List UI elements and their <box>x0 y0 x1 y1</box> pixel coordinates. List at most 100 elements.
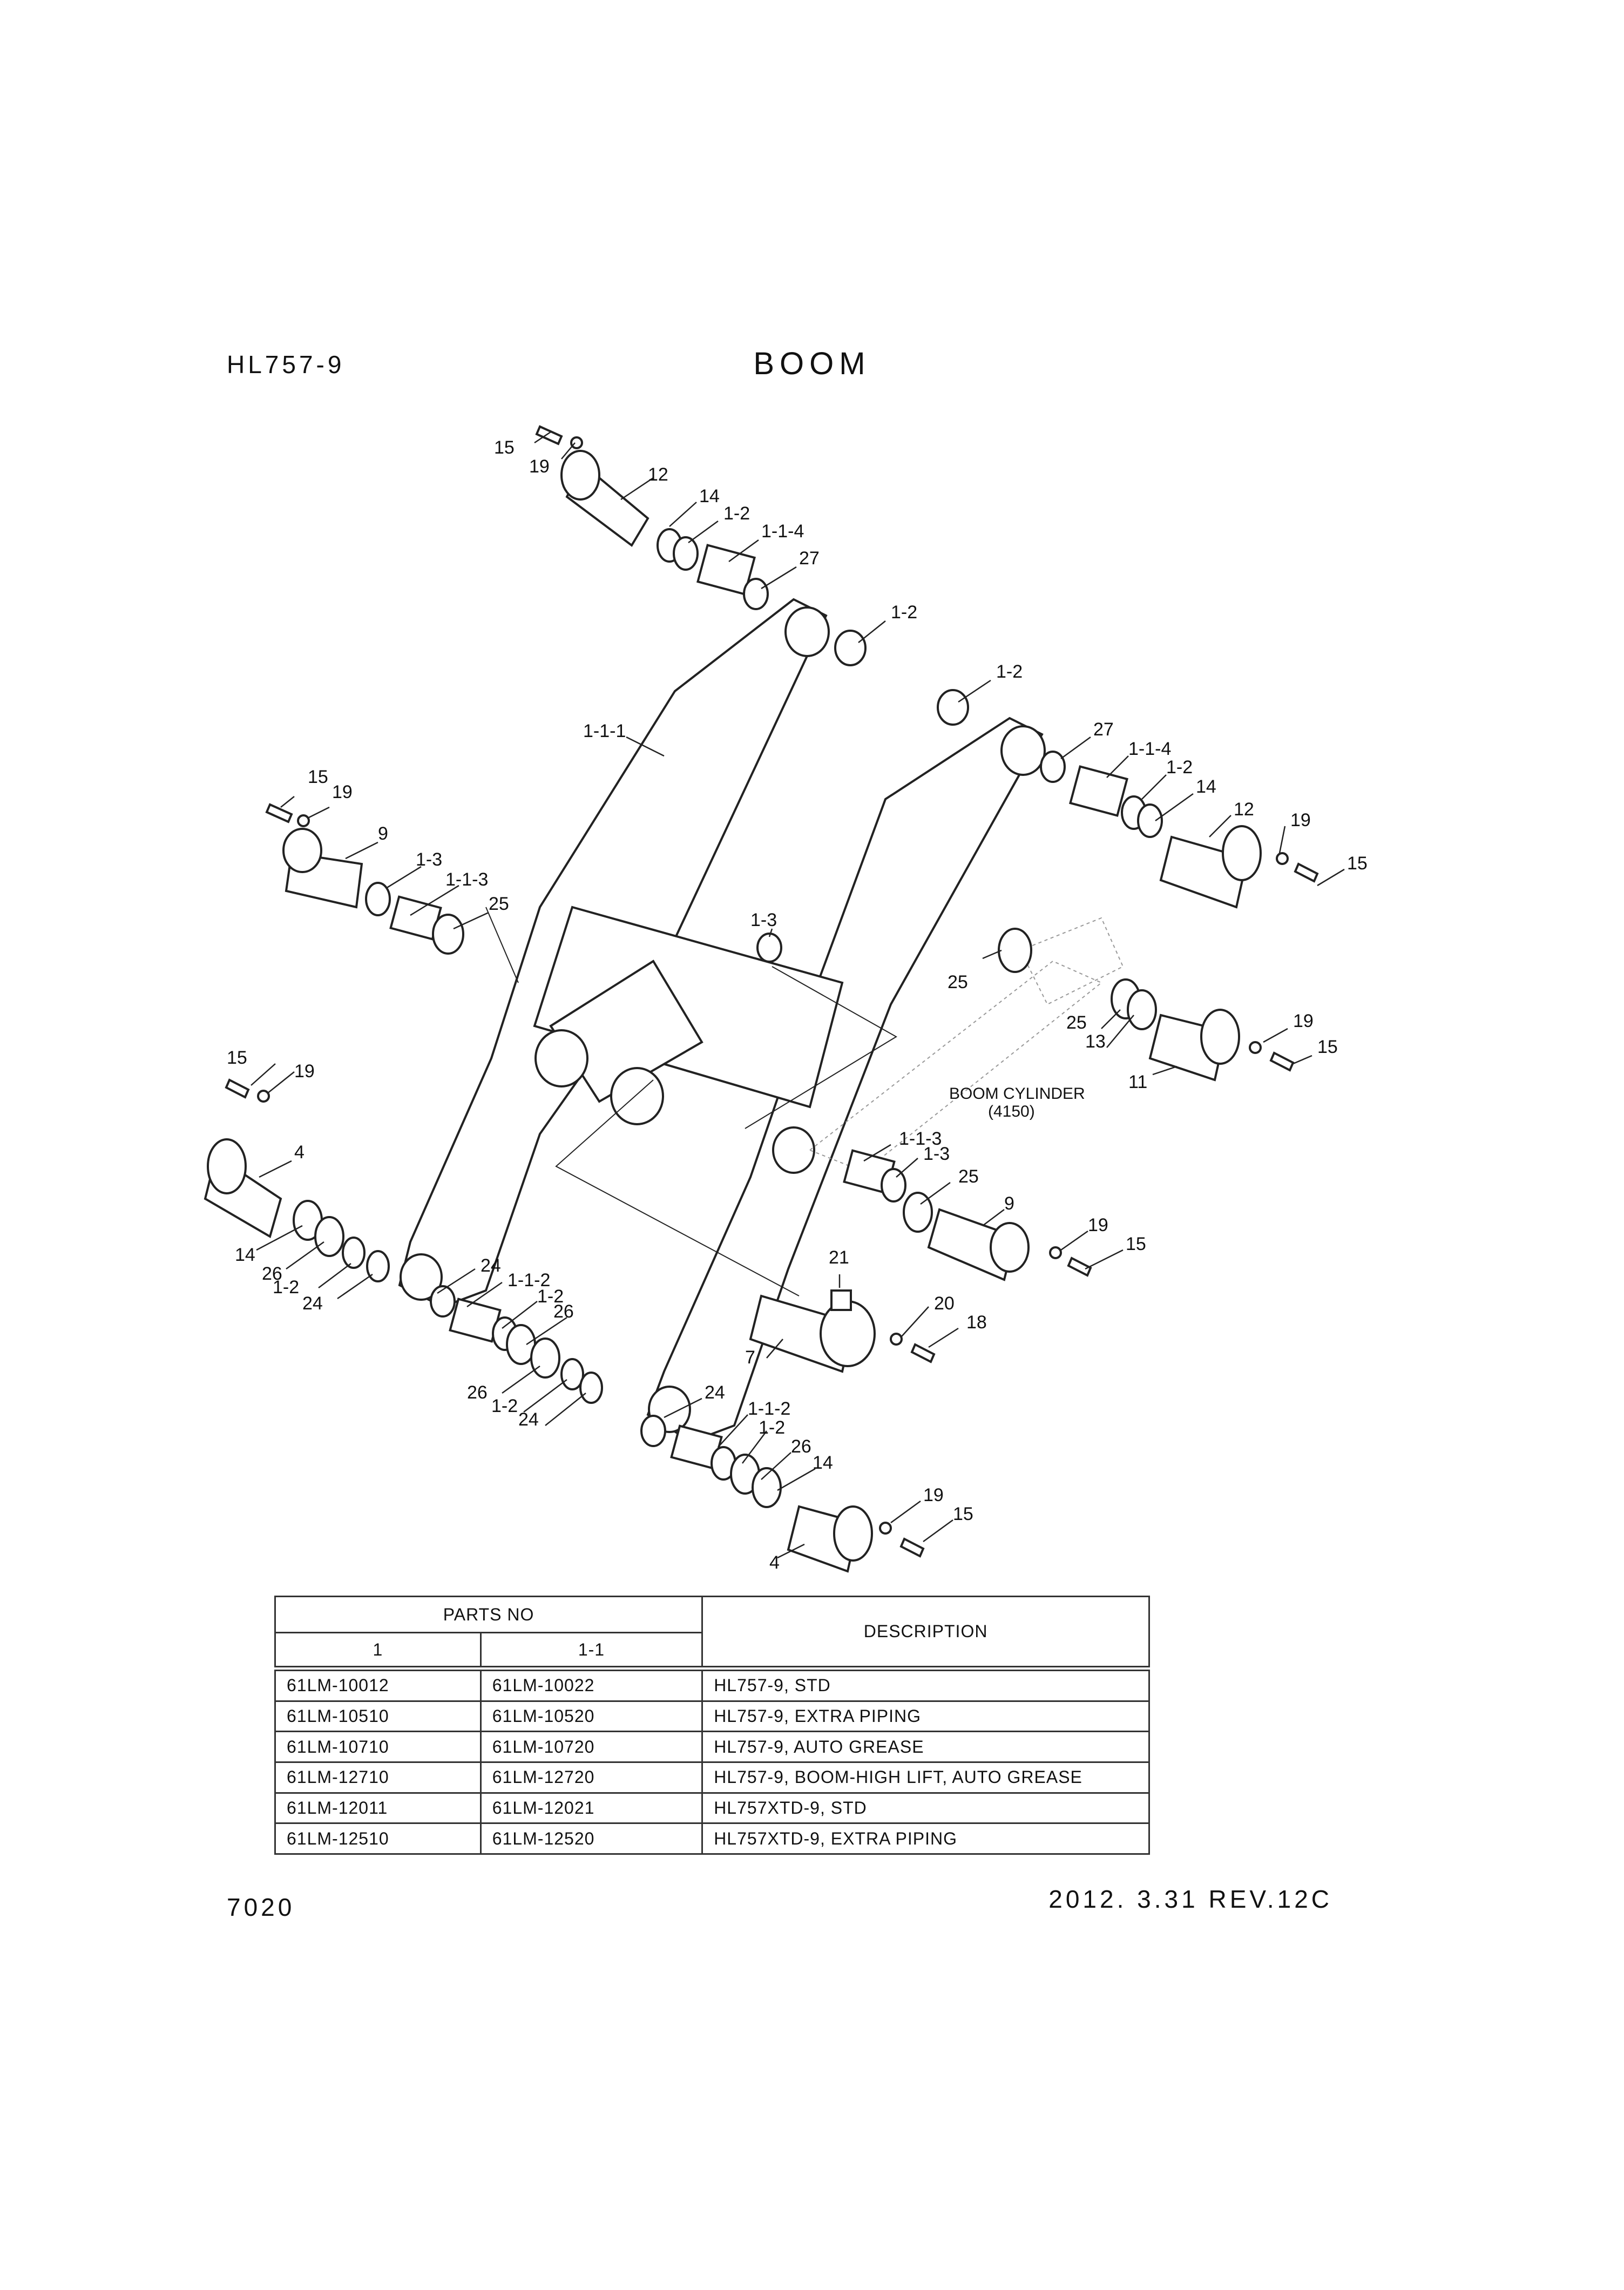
callout-label: 25 <box>1066 1012 1087 1033</box>
callout-label: 1-3 <box>923 1144 950 1164</box>
part-no-1: 61LM-10510 <box>274 1700 482 1733</box>
callout-label: 19 <box>332 782 353 802</box>
bushings-and-rings <box>293 528 1163 1508</box>
callout-label: 18 <box>966 1312 987 1333</box>
model-number: HL757-9 <box>227 350 345 379</box>
part-no-1: 61LM-12710 <box>274 1761 482 1794</box>
description: HL757XTD-9, EXTRA PIPING <box>701 1822 1150 1855</box>
callout-label: 4 <box>769 1552 780 1573</box>
description: HL757-9, BOOM-HIGH LIFT, AUTO GREASE <box>701 1761 1150 1794</box>
part-no-1: 61LM-12011 <box>274 1792 482 1825</box>
callout-label: 1-3 <box>416 849 442 870</box>
callout-label: 21 <box>829 1247 849 1268</box>
callout-label: 24 <box>481 1255 501 1276</box>
callout-label: 1-2 <box>537 1286 564 1307</box>
callout-label: 12 <box>648 464 668 485</box>
callout-label: 26 <box>467 1382 488 1403</box>
bolts-and-washers <box>225 425 1319 1558</box>
revision-date: 2012. 3.31 REV.12C <box>1048 1885 1332 1913</box>
callout-label: 19 <box>923 1485 944 1505</box>
pin-9-right <box>927 1208 1030 1281</box>
callout-label: 14 <box>1196 776 1216 797</box>
leader-lines <box>251 431 1345 1559</box>
cylinder-label-name: BOOM CYLINDER <box>949 1085 1085 1103</box>
part-no-1-1: 61LM-12021 <box>479 1792 703 1825</box>
callout-label: 24 <box>518 1409 539 1430</box>
callout-label: 13 <box>1085 1031 1106 1052</box>
pin-7 <box>749 1294 876 1373</box>
callout-label: 1-2 <box>491 1396 518 1416</box>
pin-12-right <box>1159 825 1262 909</box>
part-no-1-1: 61LM-12520 <box>479 1822 703 1855</box>
callout-label: 14 <box>235 1245 255 1265</box>
callout-label: 15 <box>308 767 328 787</box>
callout-label: 15 <box>1347 853 1368 874</box>
callout-label: 12 <box>1234 799 1254 820</box>
description: HL757-9, EXTRA PIPING <box>701 1700 1150 1733</box>
pin-4-bottom <box>787 1505 873 1573</box>
part-no-1: 61LM-12510 <box>274 1822 482 1855</box>
callout-label: 1-2 <box>996 661 1023 682</box>
description-header: DESCRIPTION <box>701 1596 1150 1667</box>
callout-label: 14 <box>813 1453 833 1473</box>
callout-label: 4 <box>294 1142 304 1163</box>
callout-label: 27 <box>799 548 820 569</box>
callout-label: 25 <box>489 894 509 914</box>
callout-label: 1-2 <box>891 602 917 623</box>
parts-no-header: PARTS NO <box>274 1596 703 1633</box>
callout-label: 19 <box>294 1061 315 1082</box>
callout-label: 19 <box>1088 1215 1108 1235</box>
callout-label: 24 <box>705 1382 725 1403</box>
callout-label: 26 <box>791 1436 811 1457</box>
cross-tube <box>533 906 844 1125</box>
callout-label: 25 <box>958 1166 979 1187</box>
pin-9-left <box>282 828 363 909</box>
part-no-1-1: 61LM-10022 <box>479 1670 703 1702</box>
callout-label: 20 <box>934 1293 955 1314</box>
page-number: 7020 <box>227 1893 295 1921</box>
callout-label: 9 <box>1004 1193 1014 1214</box>
reference-lines <box>485 907 897 1296</box>
callout-label: 27 <box>1093 719 1114 740</box>
callout-label: 19 <box>1290 810 1311 830</box>
callout-label: 1-2 <box>273 1277 299 1298</box>
page-title: BOOM <box>753 346 871 381</box>
callout-label: 26 <box>262 1264 282 1284</box>
description: HL757-9, AUTO GREASE <box>701 1731 1150 1763</box>
cylinder-label: BOOM CYLINDER (4150) <box>949 1085 1085 1120</box>
callout-label: 26 <box>553 1301 574 1322</box>
pin-12-top <box>560 450 649 547</box>
callout-label: 24 <box>302 1293 323 1314</box>
callout-label: 25 <box>948 972 968 992</box>
callout-label: 14 <box>699 486 720 506</box>
callout-label: 1-1-3 <box>445 869 488 890</box>
callout-label: 1-3 <box>750 910 777 930</box>
callout-label: 15 <box>953 1504 973 1524</box>
callout-label: 1-1-2 <box>748 1399 790 1419</box>
callout-label: 15 <box>494 437 515 458</box>
part-no-1: 61LM-10710 <box>274 1731 482 1763</box>
description: HL757XTD-9, STD <box>701 1792 1150 1825</box>
callout-label: 7 <box>745 1347 755 1368</box>
col-1-header: 1 <box>274 1632 482 1667</box>
callout-label: 11 <box>1128 1072 1147 1092</box>
callout-label: 1-1-3 <box>899 1129 942 1149</box>
callout-label: 15 <box>227 1048 247 1068</box>
part-no-1-1: 61LM-10720 <box>479 1731 703 1763</box>
parts-table-subheader-row: 1 1-1 <box>274 1632 1149 1667</box>
description: HL757-9, STD <box>701 1670 1150 1702</box>
callout-label: 19 <box>1293 1011 1314 1031</box>
part-no-1: 61LM-10012 <box>274 1670 482 1702</box>
cylinder-label-ref: (4150) <box>988 1103 1035 1120</box>
pin-4-left <box>204 1138 282 1239</box>
col-1-1-header: 1-1 <box>479 1632 703 1667</box>
